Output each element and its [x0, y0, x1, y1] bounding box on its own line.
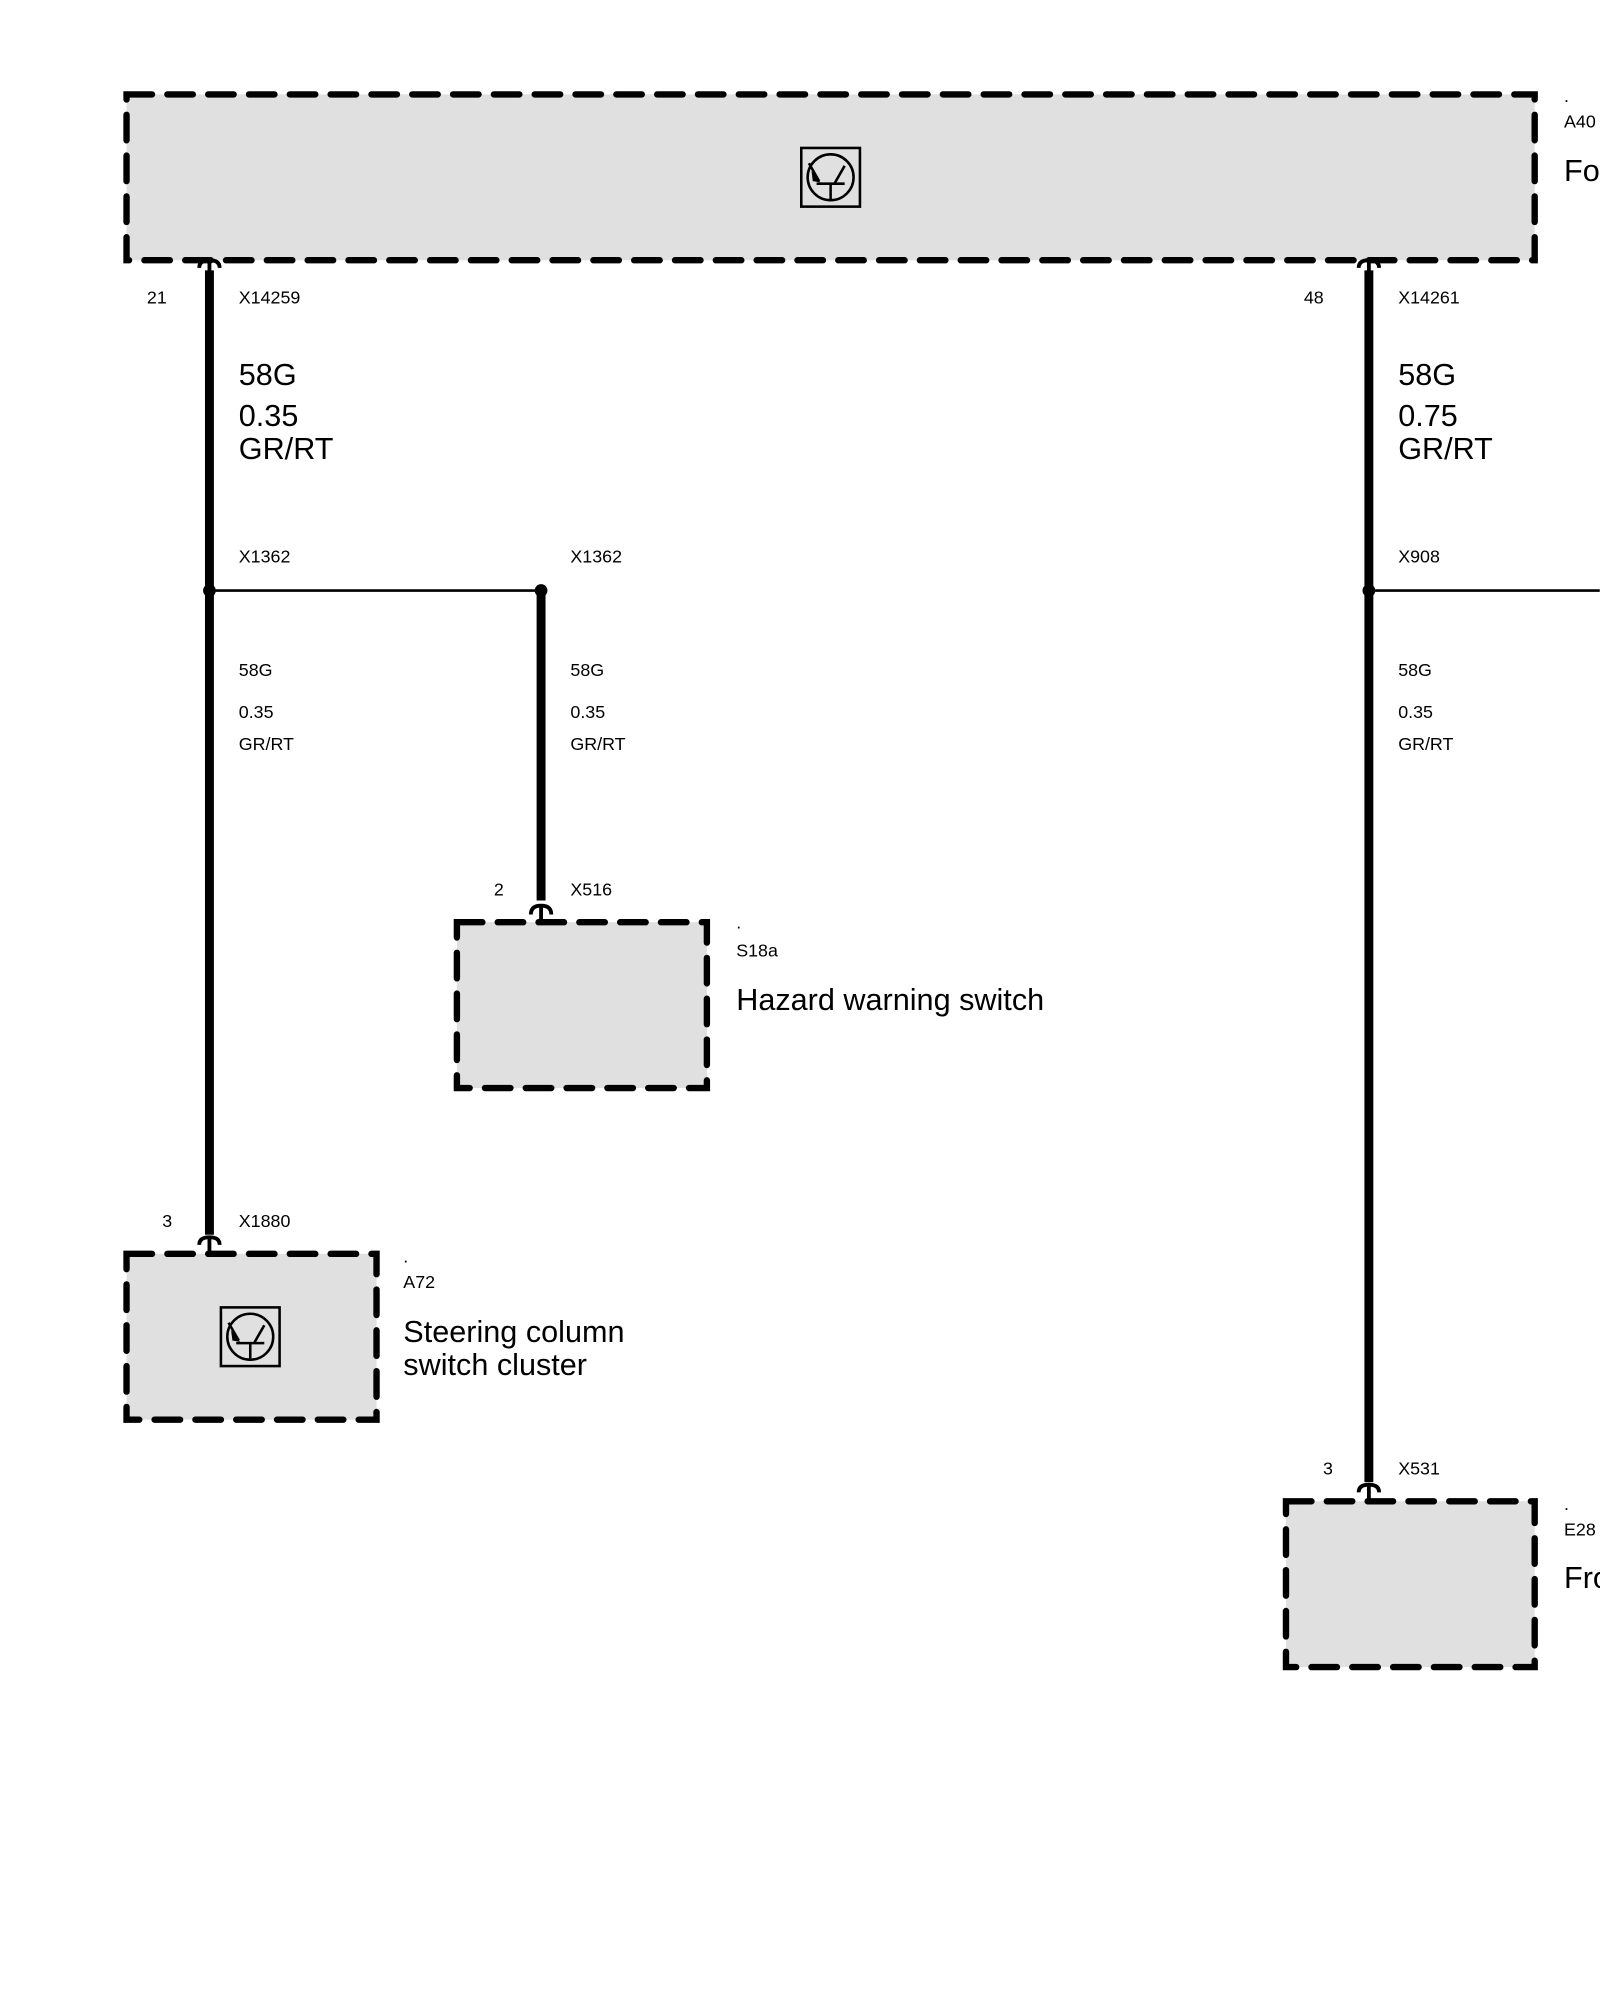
- connector-label: X14261: [1398, 288, 1460, 308]
- wire-gauge: 0.35: [1398, 702, 1433, 722]
- a72-id: A72: [403, 1272, 435, 1292]
- wire-signal: 58G: [239, 358, 297, 392]
- a401-name: Fo: [1564, 154, 1600, 188]
- wire-gauge: 0.35: [239, 702, 274, 722]
- wire-signal: 58G: [1398, 358, 1456, 392]
- wire-color: GR/RT: [1398, 432, 1493, 466]
- hazard-switch-box[interactable]: [453, 919, 711, 1092]
- wire-signal: 58G: [570, 660, 604, 680]
- pin-label: 3: [1323, 1458, 1333, 1478]
- e28-box[interactable]: [1282, 1498, 1538, 1671]
- pin-label: 2: [494, 879, 504, 899]
- transistor-icon: [219, 1306, 281, 1368]
- pin-label: 21: [147, 288, 167, 308]
- e28-id: E28: [1564, 1520, 1596, 1540]
- a72-name-line2: switch cluster: [403, 1348, 587, 1382]
- wire-gauge: 0.75: [1398, 399, 1458, 433]
- s18a-name: Hazard warning switch: [736, 983, 1044, 1017]
- connector-label: X516: [570, 879, 612, 899]
- transistor-icon: [800, 146, 862, 208]
- steering-column-box[interactable]: [123, 1250, 380, 1423]
- e28-dot: .: [1564, 1494, 1569, 1514]
- pin-label: 48: [1304, 288, 1324, 308]
- wire-gauge: 0.35: [570, 702, 605, 722]
- wire-color: GR/RT: [239, 432, 334, 466]
- a401-id: A40: [1564, 112, 1596, 132]
- e28-name: Fro: [1564, 1561, 1600, 1595]
- s18a-id: S18a: [736, 941, 778, 961]
- wire-signal: 58G: [1398, 660, 1432, 680]
- connector-label: X531: [1398, 1458, 1440, 1478]
- wire-color: GR/RT: [570, 734, 625, 754]
- module-a401-box[interactable]: [123, 91, 1538, 264]
- s18a-dot: .: [736, 913, 741, 933]
- a401-dot: .: [1564, 86, 1569, 106]
- splice-label: X908: [1398, 547, 1440, 567]
- connector-label: X14259: [239, 288, 301, 308]
- a72-dot: .: [403, 1247, 408, 1267]
- a72-name-line1: Steering column: [403, 1315, 624, 1349]
- splice-label: X1362: [570, 547, 622, 567]
- wire-signal: 58G: [239, 660, 273, 680]
- splice-label: X1362: [239, 547, 291, 567]
- pin-label: 3: [162, 1211, 172, 1231]
- connector-label: X1880: [239, 1211, 291, 1231]
- wire-color: GR/RT: [1398, 734, 1453, 754]
- wire-gauge: 0.35: [239, 399, 299, 433]
- wire-color: GR/RT: [239, 734, 294, 754]
